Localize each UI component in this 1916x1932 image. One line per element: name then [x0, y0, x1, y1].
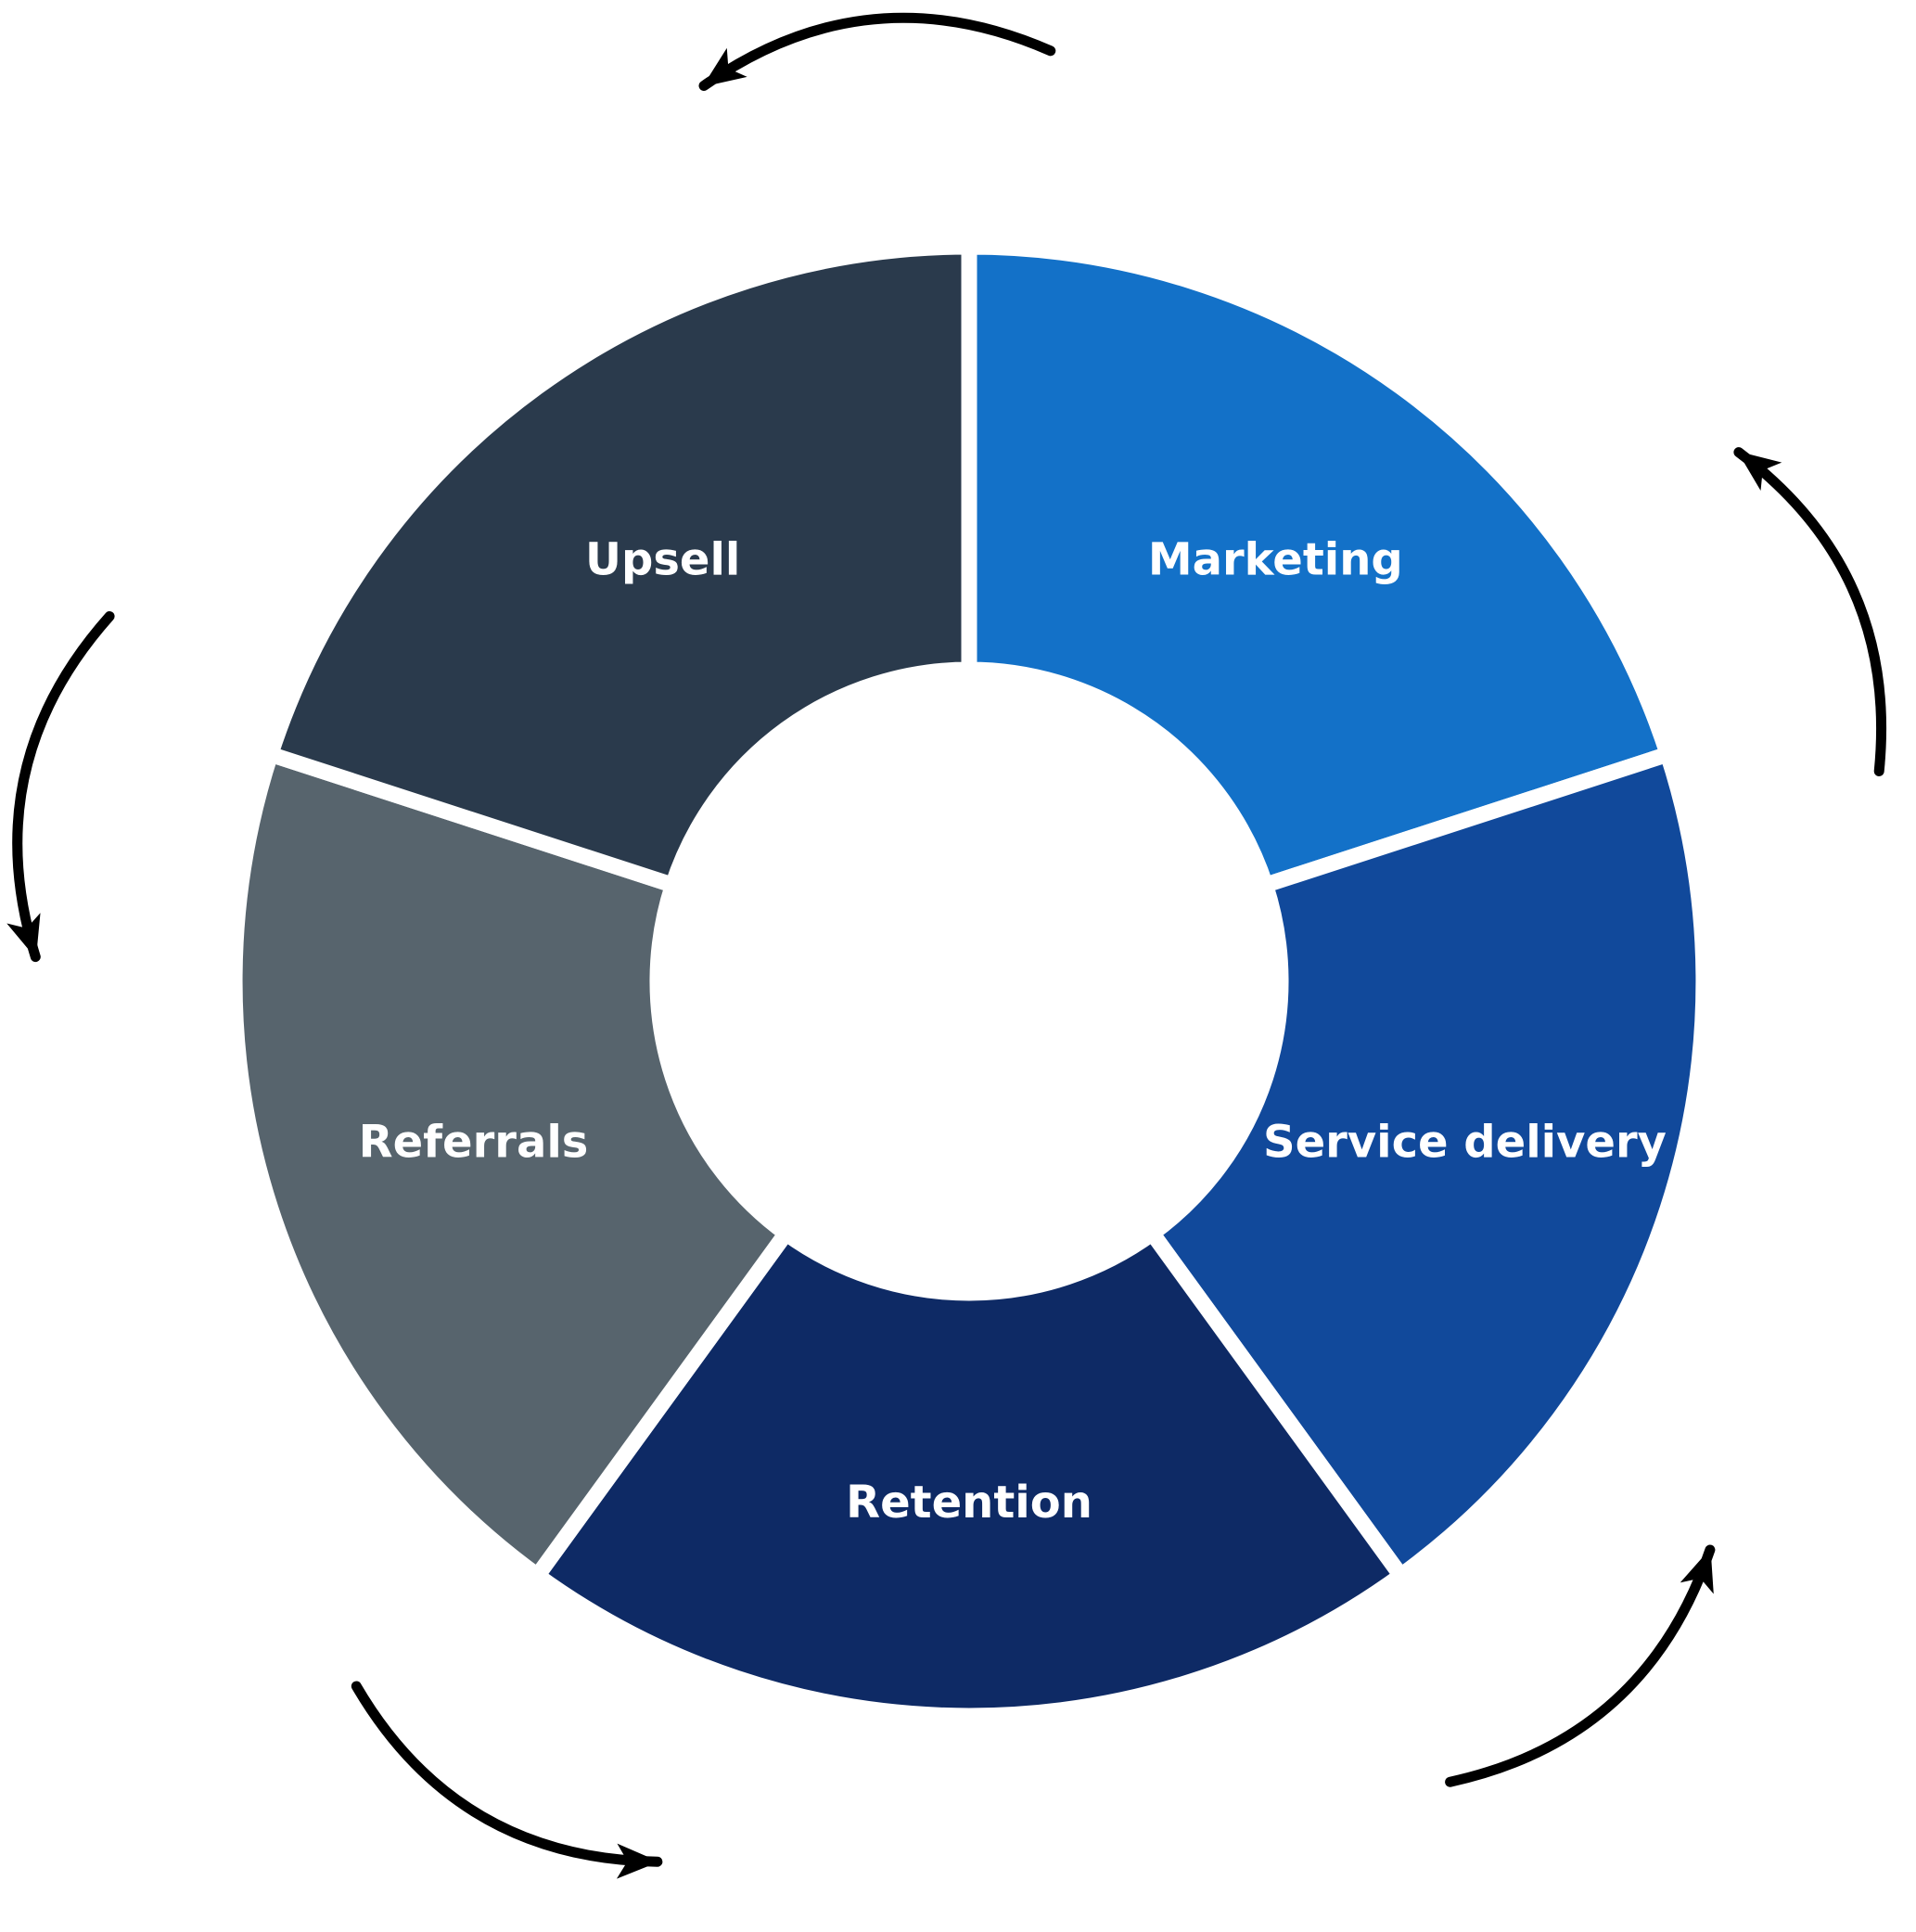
segment-marketing [961, 238, 1676, 893]
segment-upsell [262, 238, 977, 893]
cycle-arrow-right [1733, 447, 1887, 776]
segment-label-referrals: Referrals [359, 1117, 589, 1169]
segment-label-marketing: Marketing [1148, 533, 1403, 585]
segment-service-delivery [1144, 746, 1712, 1584]
segment-retention [530, 1225, 1409, 1724]
segment-label-service-delivery: Service delivery [1263, 1117, 1667, 1169]
cycle-arrow-bottom-right [1445, 1544, 1716, 1787]
segment-label-retention: Retention [846, 1477, 1092, 1529]
segment-referrals [226, 746, 794, 1584]
cycle-arrow-top [698, 12, 1056, 91]
cycle-arrow-bottom-left [351, 1681, 663, 1879]
cycle-arrow-left [6, 611, 115, 963]
segment-label-upsell: Upsell [585, 533, 740, 585]
